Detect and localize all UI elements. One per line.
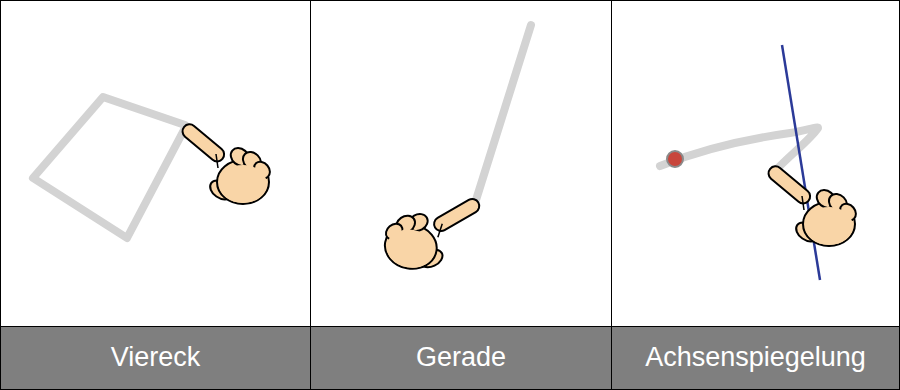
pointing-hand	[766, 163, 859, 246]
reflection-stroke	[660, 128, 818, 170]
row-divider	[0, 326, 900, 327]
pointing-hand	[377, 182, 483, 280]
quad-stroke	[33, 97, 185, 238]
gesture-label: Viereck	[1, 326, 310, 389]
column-divider	[310, 0, 311, 390]
column-divider	[611, 0, 612, 390]
start-point	[667, 151, 683, 167]
pointing-hand	[180, 121, 273, 204]
gesture-label: Achsenspiegelung	[612, 326, 899, 389]
line-stroke	[476, 25, 531, 200]
gesture-label: Gerade	[311, 326, 611, 389]
label-band	[0, 326, 900, 390]
mirror-axis	[782, 45, 820, 280]
